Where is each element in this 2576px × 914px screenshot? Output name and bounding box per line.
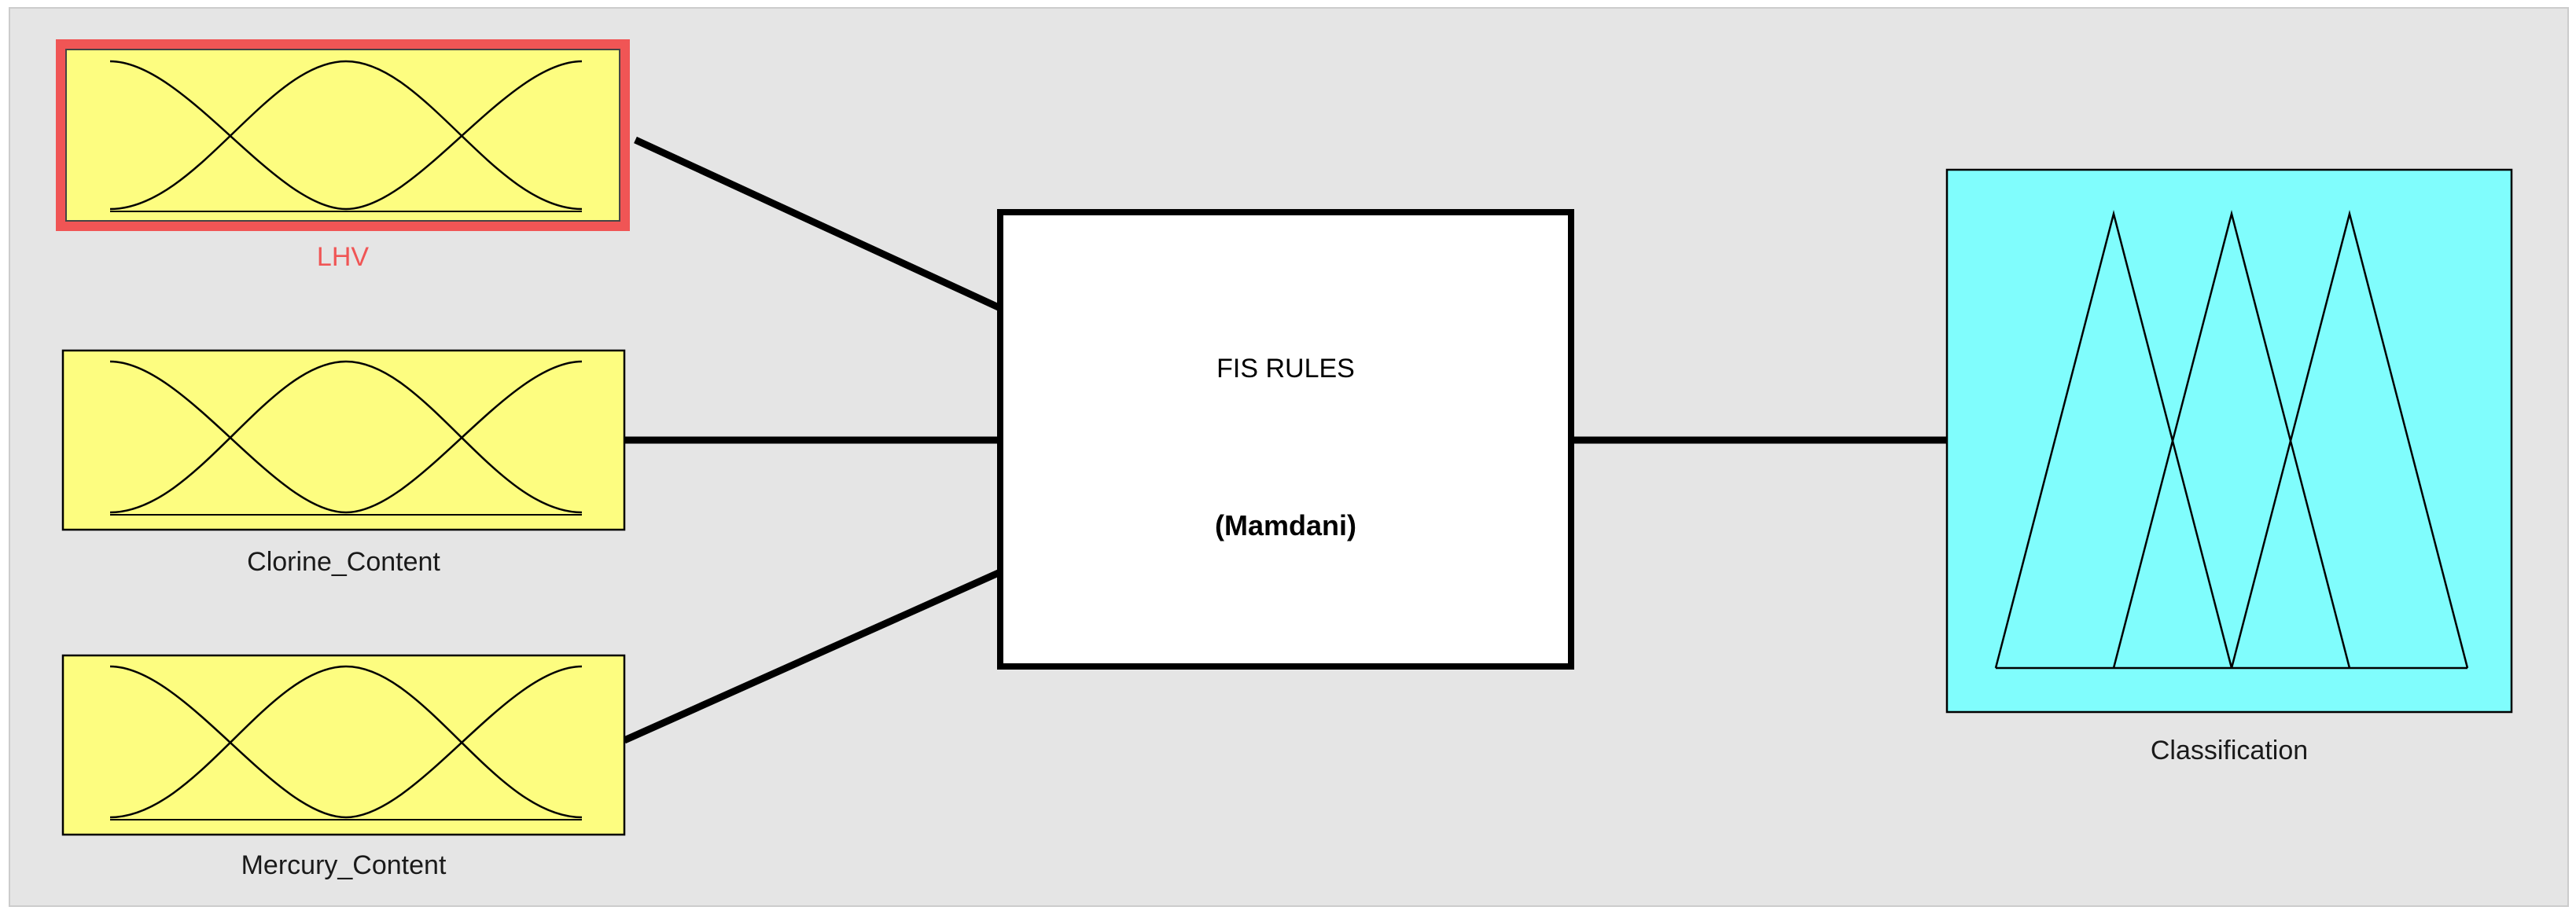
mf-triangle-1 — [1994, 210, 2233, 669]
fis-rules-block[interactable] — [997, 209, 1574, 670]
mf-curve-mid — [109, 665, 583, 819]
mf-curve-high — [345, 360, 583, 514]
selection-highlight — [56, 39, 630, 231]
mf-triangle-2 — [2112, 210, 2351, 669]
input-block-mercury-content[interactable] — [61, 654, 626, 836]
mf-curve-mid — [109, 360, 583, 514]
mf-curve-low — [109, 360, 347, 514]
fis-method-label: (Mamdani) — [1215, 509, 1356, 541]
output-label-classification: Classification — [2150, 736, 2309, 765]
connector-mercury-to-rules — [623, 568, 1002, 744]
input-label-lhv: LHV — [316, 242, 370, 272]
mf-curve-mid — [109, 60, 583, 211]
input-label-mercury-content: Mercury_Content — [241, 850, 447, 880]
mf-curve-high — [345, 665, 583, 819]
mf-triangle-3 — [2230, 210, 2469, 669]
input-block-lhv[interactable] — [56, 39, 630, 231]
input-block-clorine-content[interactable] — [61, 349, 626, 531]
mf-curve-high — [345, 60, 583, 211]
fis-rules-title: FIS RULES — [1216, 354, 1355, 384]
connector-lhv-to-rules — [634, 136, 1002, 312]
mf-curve-low — [109, 665, 347, 819]
mf-curve-low — [109, 60, 347, 211]
input-label-clorine-content: Clorine_Content — [247, 547, 440, 577]
output-plot-classification[interactable] — [1945, 168, 2513, 714]
output-block-classification[interactable] — [1945, 168, 2513, 714]
